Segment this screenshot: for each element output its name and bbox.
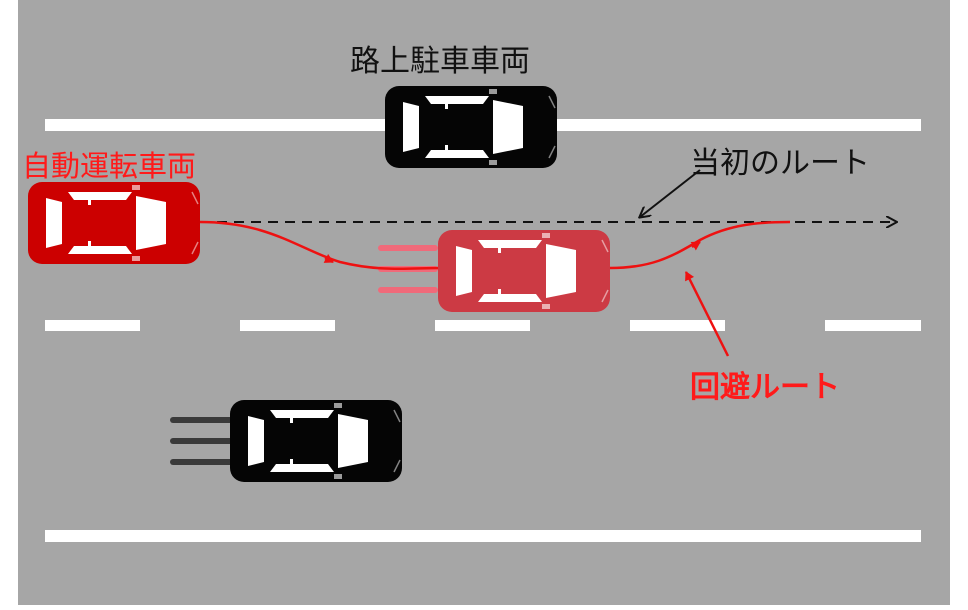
autonomous-car [27,181,201,265]
avoidance-route-pointer [684,271,730,357]
oncoming-car [229,399,403,483]
autonomous-car-avoiding [437,229,611,313]
parked-vehicle-label: 路上駐車車両 [350,44,530,79]
original-route-pointer [640,169,701,217]
other-car-motion-lines [170,417,236,465]
avoidance-route-right [609,220,791,270]
avoidance-route-label: 回避ルート [690,370,840,405]
original-route-label: 当初のルート [690,146,870,181]
parked-car [384,85,558,169]
autonomous-vehicle-label: 自動運転車両 [22,149,197,183]
avoidance-route-left [199,220,441,271]
lane-line-bottom [45,530,921,542]
lane-line-dashed [45,320,921,331]
